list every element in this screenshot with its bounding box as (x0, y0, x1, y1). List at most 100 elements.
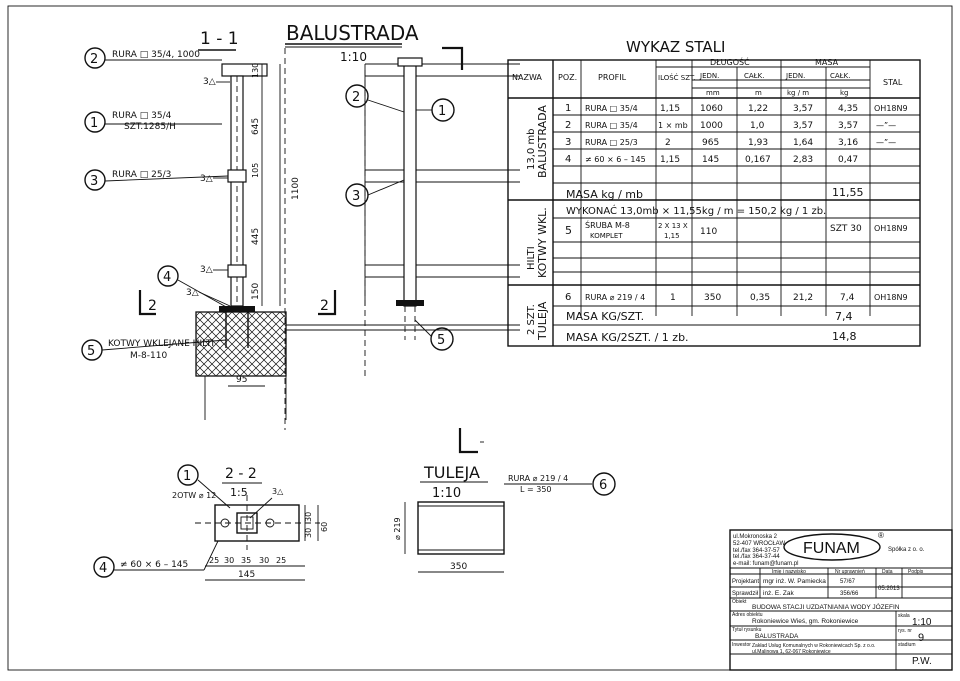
callout-1-text: RURA □ 35/4 (112, 111, 172, 121)
drawing-label: PROFIL (598, 73, 627, 82)
drawing-label: 2 (352, 90, 360, 105)
top-rail-section (221, 63, 268, 77)
drawing-label: 3△ (203, 77, 216, 87)
drawing-label: Podpis (908, 569, 924, 575)
drawing-label: 4 (99, 561, 107, 576)
drawing-label: OH18N9 (874, 104, 908, 113)
drawing-label: OH18N9 (874, 224, 908, 233)
drawing-label: ® (878, 531, 884, 540)
drawing-label: 1 (90, 116, 98, 131)
title-block: ul.Mokronoska 2 52-407 WROCŁAW tel./fax … (729, 529, 953, 671)
drawing-label: 3,16 (838, 138, 858, 148)
drawing-label: 5 (565, 224, 572, 237)
drawing-label: rys. nr (898, 628, 912, 634)
drawing-label: L = 350 (520, 485, 552, 494)
section-2-2-title: 2 - 2 (225, 466, 257, 482)
drawing-label: 0,47 (838, 155, 858, 165)
drawing-label: mm (706, 89, 720, 97)
sleeve-pipe (417, 501, 505, 555)
drawing-label: 1 (183, 469, 191, 484)
drawing-label: 1:5 (230, 486, 248, 499)
drawing-label: 1,15 (660, 155, 680, 165)
drawing-label: RURA □ 25/3 (585, 138, 638, 147)
drawing-label: 110 (700, 227, 717, 237)
drawing-label: 11,55 (832, 186, 864, 199)
drawing-label: 25 (276, 556, 286, 565)
drawing-label: POZ. (558, 73, 577, 82)
drawing-label: P.W. (912, 656, 932, 667)
main-title: BALUSTRADA (286, 21, 419, 45)
drawing-label: Nr uprawnień (835, 569, 865, 575)
drawing-label: 3△ (200, 265, 213, 275)
drawing-label: 4 (565, 154, 571, 165)
drawing-label: 3△ (272, 487, 284, 496)
object-name: BUDOWA STACJI UZDATNIANIA WODY JÓZEFIN (752, 602, 900, 611)
drawing-label: kg (840, 89, 849, 97)
main-scale: 1:10 (340, 50, 367, 64)
drawing-label: DŁUGOŚĆ (710, 56, 750, 67)
drawing-label: 14,8 (832, 330, 857, 343)
drawing-label: STAL (883, 78, 903, 87)
drawing-label: 1,15 (660, 104, 680, 114)
drawing-label: m (755, 89, 762, 97)
drawing-label: —”— (876, 121, 896, 130)
drawing-label: 1,64 (793, 138, 813, 148)
drawing-label: kg / m (787, 89, 809, 97)
drawing-label: 4,35 (838, 104, 858, 114)
drawing-label: 5 (437, 333, 445, 348)
drawing-label: 3 (352, 189, 360, 204)
main-view: 1 - 1 BALUSTRADA 1:10 (81, 21, 520, 430)
drawing-label: 965 (702, 138, 719, 148)
drawing-label: 9 (918, 632, 924, 644)
drawing-label: Inwestor (732, 642, 751, 648)
drawing-label: 13,0 mb (526, 128, 537, 170)
drawing-label: ≠ 60 × 6 – 145 (585, 155, 646, 164)
drawing-label: Sprawdził (732, 591, 759, 597)
drawing-label: 3,57 (793, 104, 813, 114)
drawing-label: ⌀ 219 (393, 517, 402, 540)
elevation-post (403, 63, 417, 307)
drawing-label: 1,0 (750, 121, 765, 131)
drawing-label: 1,22 (748, 104, 768, 114)
drawing-label: tel./fax 364-37-57 (733, 548, 780, 554)
execution-line: WYKONAĆ 13,0mb × 11,55kg / m = 150,2 kg … (566, 204, 826, 217)
drawing-label: ul.Malinowa 1, 62-067 Rokoniewice (752, 649, 831, 655)
drawing-label: inż. E. Zak (763, 590, 794, 597)
drawing-label: MASA KG/2SZT. / 1 zb. (566, 331, 689, 344)
drawing-label: 52-407 WROCŁAW (733, 541, 785, 547)
drawing-label: Zakład Usług Komunalnych w Rokoniewicach… (752, 643, 875, 649)
drawing-label: Rokoniewice Wieś, gm. Rokoniewice (752, 618, 859, 625)
drawing-label: CAŁK. (744, 72, 764, 80)
drawing-label: ŚRUBA M-8 (585, 219, 630, 230)
drawing-label: 3△ (186, 288, 199, 298)
callout-2-text: RURA □ 35/4, 1000 (112, 50, 200, 60)
drawing-label: Spółka z o. o. (888, 547, 925, 553)
company-name: FUNAM (803, 540, 860, 557)
table-row: 2 RURA □ 35/4 1 × mb 1000 1,0 3,57 3,57 … (565, 120, 896, 131)
drawing-label: 145 (702, 155, 719, 165)
steel-table: WYKAZ STALI NAZWA POZ. PROFIL ILOŚĆ SZT.… (507, 38, 921, 347)
drawing-label: ul.Mokronoska 2 (733, 534, 778, 540)
drawing-label: 130 (251, 63, 260, 78)
drawing-label: 30 (304, 528, 313, 538)
drawing-label: 1 (438, 104, 446, 119)
drawing-label: ILOŚĆ SZT. (658, 73, 696, 82)
drawing-label: 30 (304, 512, 313, 522)
drawing-label: 2 (665, 138, 671, 148)
drawing-label: 7,4 (840, 293, 855, 303)
base-plate (219, 306, 255, 312)
drawing-title: BALUSTRADA (755, 633, 799, 640)
drawing-label: e-mail: funam@funam.pl (733, 561, 798, 567)
drawing-label: KOTWY WKL. (536, 207, 549, 278)
drawing-label: 1100 (291, 177, 301, 200)
drawing-label: 2 (148, 298, 157, 314)
drawing-label: JEDN. (785, 72, 805, 80)
drawing-label: 60 (320, 522, 329, 532)
drawing-label: 3,57 (838, 121, 858, 131)
plate-callout-text: ≠ 60 × 6 – 145 (120, 560, 188, 570)
section-2-2: 1 2 - 2 1:5 2OTW ⌀ 12 3△ 30 30 60 25 30 … (93, 464, 329, 581)
drawing-label: Obiekt (732, 599, 747, 605)
middle-rail-section (227, 169, 247, 183)
table-row: 6 RURA ⌀ 219 / 4 1 350 0,35 21,2 7,4 OH1… (565, 292, 908, 303)
drawing-label: RURA □ 35/4 (585, 121, 638, 130)
